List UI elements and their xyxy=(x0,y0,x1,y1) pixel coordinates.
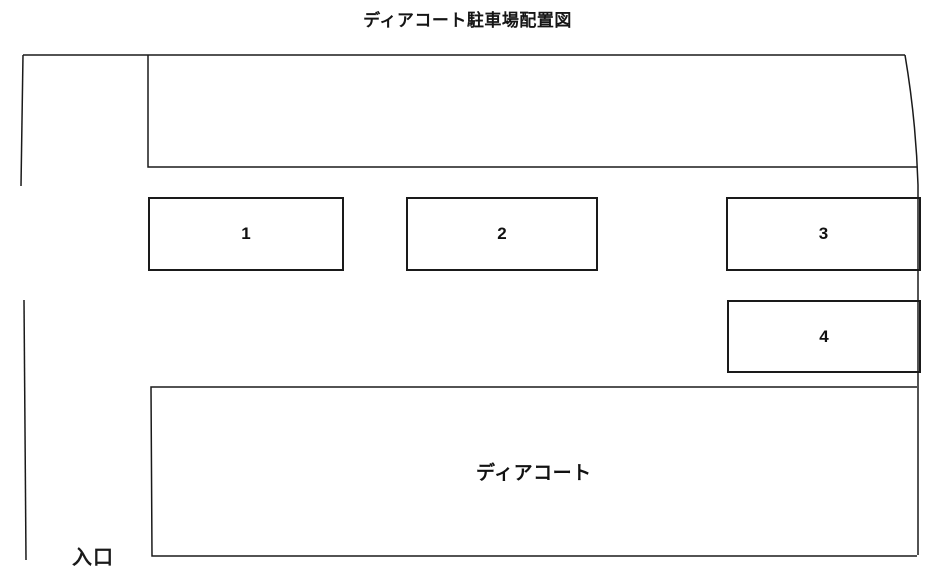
site-boundary-left-lower xyxy=(23,299,27,561)
parking-space-4[interactable]: 4 xyxy=(727,300,921,373)
site-boundary-left-upper xyxy=(20,54,24,187)
parking-space-number: 3 xyxy=(818,224,829,243)
parking-space-number: 2 xyxy=(497,224,507,243)
page-title: ディアコート駐車場配置図 xyxy=(363,11,572,31)
entrance-label: 入口 xyxy=(72,545,114,569)
upper-lot-outline xyxy=(147,55,917,168)
building-outline xyxy=(150,386,917,557)
parking-space-2[interactable]: 2 xyxy=(406,197,598,271)
parking-space-3[interactable]: 3 xyxy=(726,197,921,271)
parking-space-1[interactable]: 1 xyxy=(148,197,344,271)
parking-space-number: 4 xyxy=(819,326,829,346)
building-label: ディアコート xyxy=(476,462,592,484)
parking-space-number: 1 xyxy=(241,224,251,243)
site-boundary-right xyxy=(904,54,919,555)
